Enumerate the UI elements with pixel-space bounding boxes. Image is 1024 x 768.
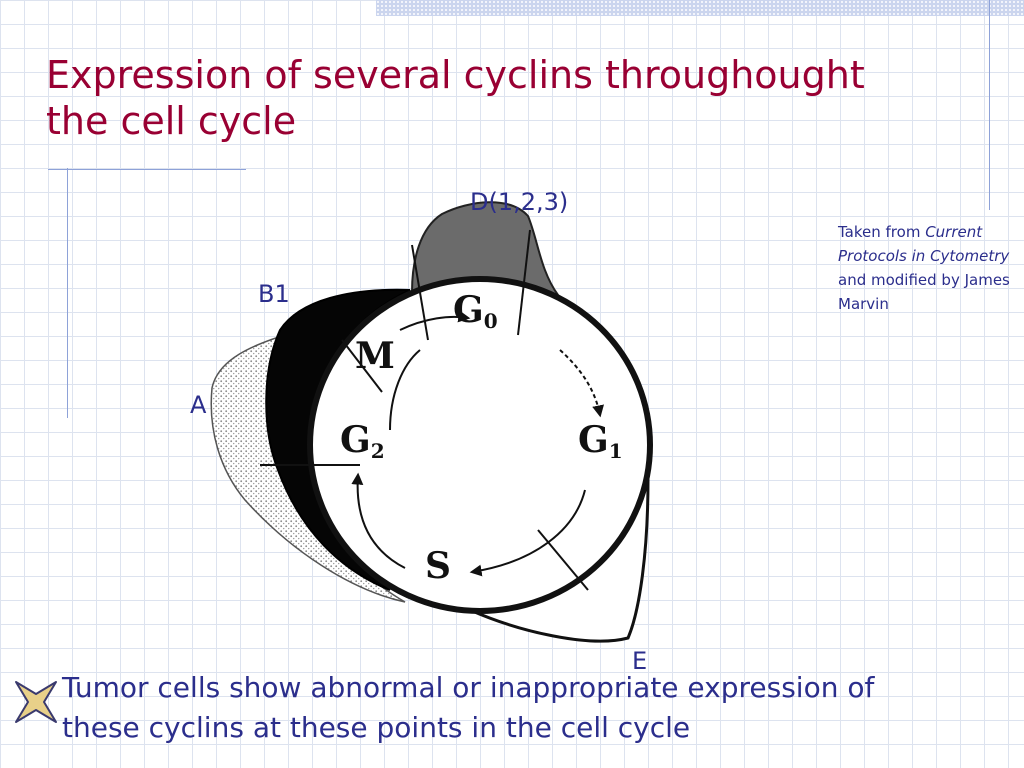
credit-source: Current Protocols in Cytometry (838, 223, 1010, 265)
arrow-g1-to-s (469, 489, 586, 577)
phase-g2-label: G2 (340, 419, 385, 463)
m-boundary (341, 339, 383, 393)
bullet-point: Tumor cells show abnormal or inappropria… (62, 668, 982, 748)
left-accent-line (67, 168, 68, 418)
cyclin-b1-label: B1 (258, 280, 290, 308)
arrow-m-to-g0 (399, 310, 471, 331)
title-underline-accent (48, 169, 246, 170)
cell-cycle-diagram: G0 M G2 G1 S D(1,2,3) B1 A E (190, 188, 653, 670)
star-bullet-icon (15, 681, 57, 723)
top-decorative-band (376, 0, 1024, 16)
bullet-line-1: Tumor cells show abnormal or inappropria… (62, 671, 875, 704)
title-line-1: Expression of several cyclins throughoug… (46, 53, 865, 97)
credit-suffix: and modified by James Marvin (838, 271, 1010, 313)
right-accent-line (989, 0, 990, 210)
arrow-s-to-g2 (351, 472, 406, 569)
arrow-g0-to-g1 (559, 349, 604, 418)
g1-s-boundary (537, 529, 589, 591)
phase-g1-label: G1 (578, 419, 623, 463)
slide-title: Expression of several cyclins throughoug… (46, 52, 976, 144)
g0-left-boundary (411, 244, 429, 341)
cell-cycle-inner-ring (352, 318, 608, 566)
phase-s-label: S (425, 545, 451, 587)
cyclin-d-label: D(1,2,3) (470, 188, 568, 216)
cyclin-a-label: A (190, 391, 207, 419)
phase-m-label: M (355, 335, 395, 377)
g0-right-boundary (517, 229, 531, 336)
title-line-2: the cell cycle (46, 99, 297, 143)
phase-g0-label: G0 (453, 289, 498, 333)
credit-prefix: Taken from (838, 223, 926, 241)
cyclin-e-label: E (632, 647, 647, 670)
bullet-line-2: these cyclins at these points in the cel… (62, 711, 691, 744)
source-credit: Taken from Current Protocols in Cytometr… (838, 220, 1018, 316)
arrow-g2-to-m (389, 349, 421, 431)
